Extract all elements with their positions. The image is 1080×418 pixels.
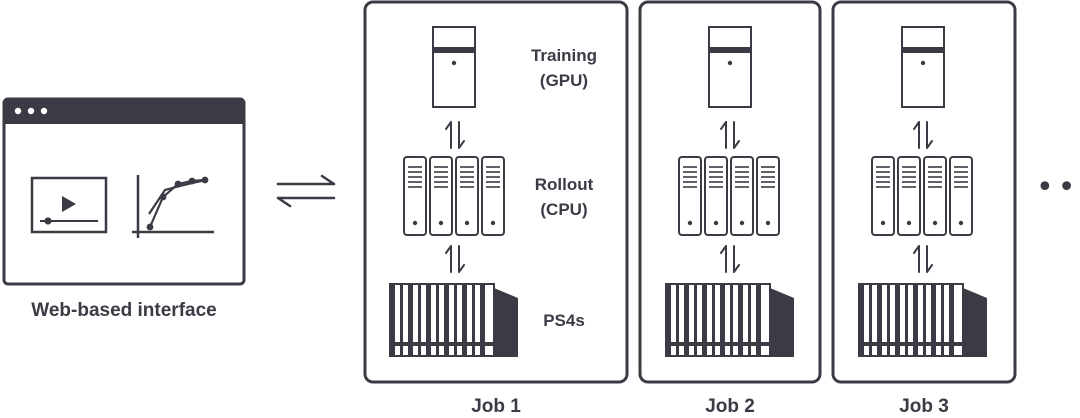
training-gpu-label: Training (GPU) — [509, 43, 619, 93]
web-interface-window-icon — [2, 97, 246, 286]
up-down-arrows-icon — [720, 121, 740, 149]
server-tower-icon — [432, 26, 476, 108]
more-jobs-ellipsis: ••• — [1036, 170, 1080, 205]
job-3-panel — [831, 0, 1017, 384]
video-player-icon — [30, 176, 108, 234]
console-cluster-icon — [665, 283, 795, 357]
console-cluster-icon — [858, 283, 988, 357]
job-1-panel — [363, 0, 629, 384]
rollout-cpu-label: Rollout (CPU) — [509, 172, 619, 222]
job-2-panel — [638, 0, 822, 384]
job-2-label: Job 2 — [705, 396, 755, 417]
console-cluster-icon — [389, 283, 519, 357]
web-interface-label: Web-based interface — [31, 300, 217, 321]
rollout-label-text: Rollout (CPU) — [534, 175, 594, 219]
training-curve-icon — [132, 175, 214, 238]
server-rack-icon — [679, 157, 779, 235]
up-down-arrows-icon — [913, 245, 933, 273]
ps4s-label: PS4s — [543, 311, 585, 330]
job-1-label: Job 1 — [471, 396, 521, 417]
server-rack-icon — [872, 157, 972, 235]
up-down-arrows-icon — [445, 245, 465, 273]
server-rack-icon — [404, 157, 504, 235]
server-tower-icon — [901, 26, 945, 108]
left-right-arrows-icon — [276, 174, 336, 208]
training-label-text: Training (GPU) — [530, 46, 598, 90]
up-down-arrows-icon — [720, 245, 740, 273]
job-3-label: Job 3 — [899, 396, 949, 417]
up-down-arrows-icon — [913, 121, 933, 149]
server-tower-icon — [708, 26, 752, 108]
up-down-arrows-icon — [445, 121, 465, 149]
